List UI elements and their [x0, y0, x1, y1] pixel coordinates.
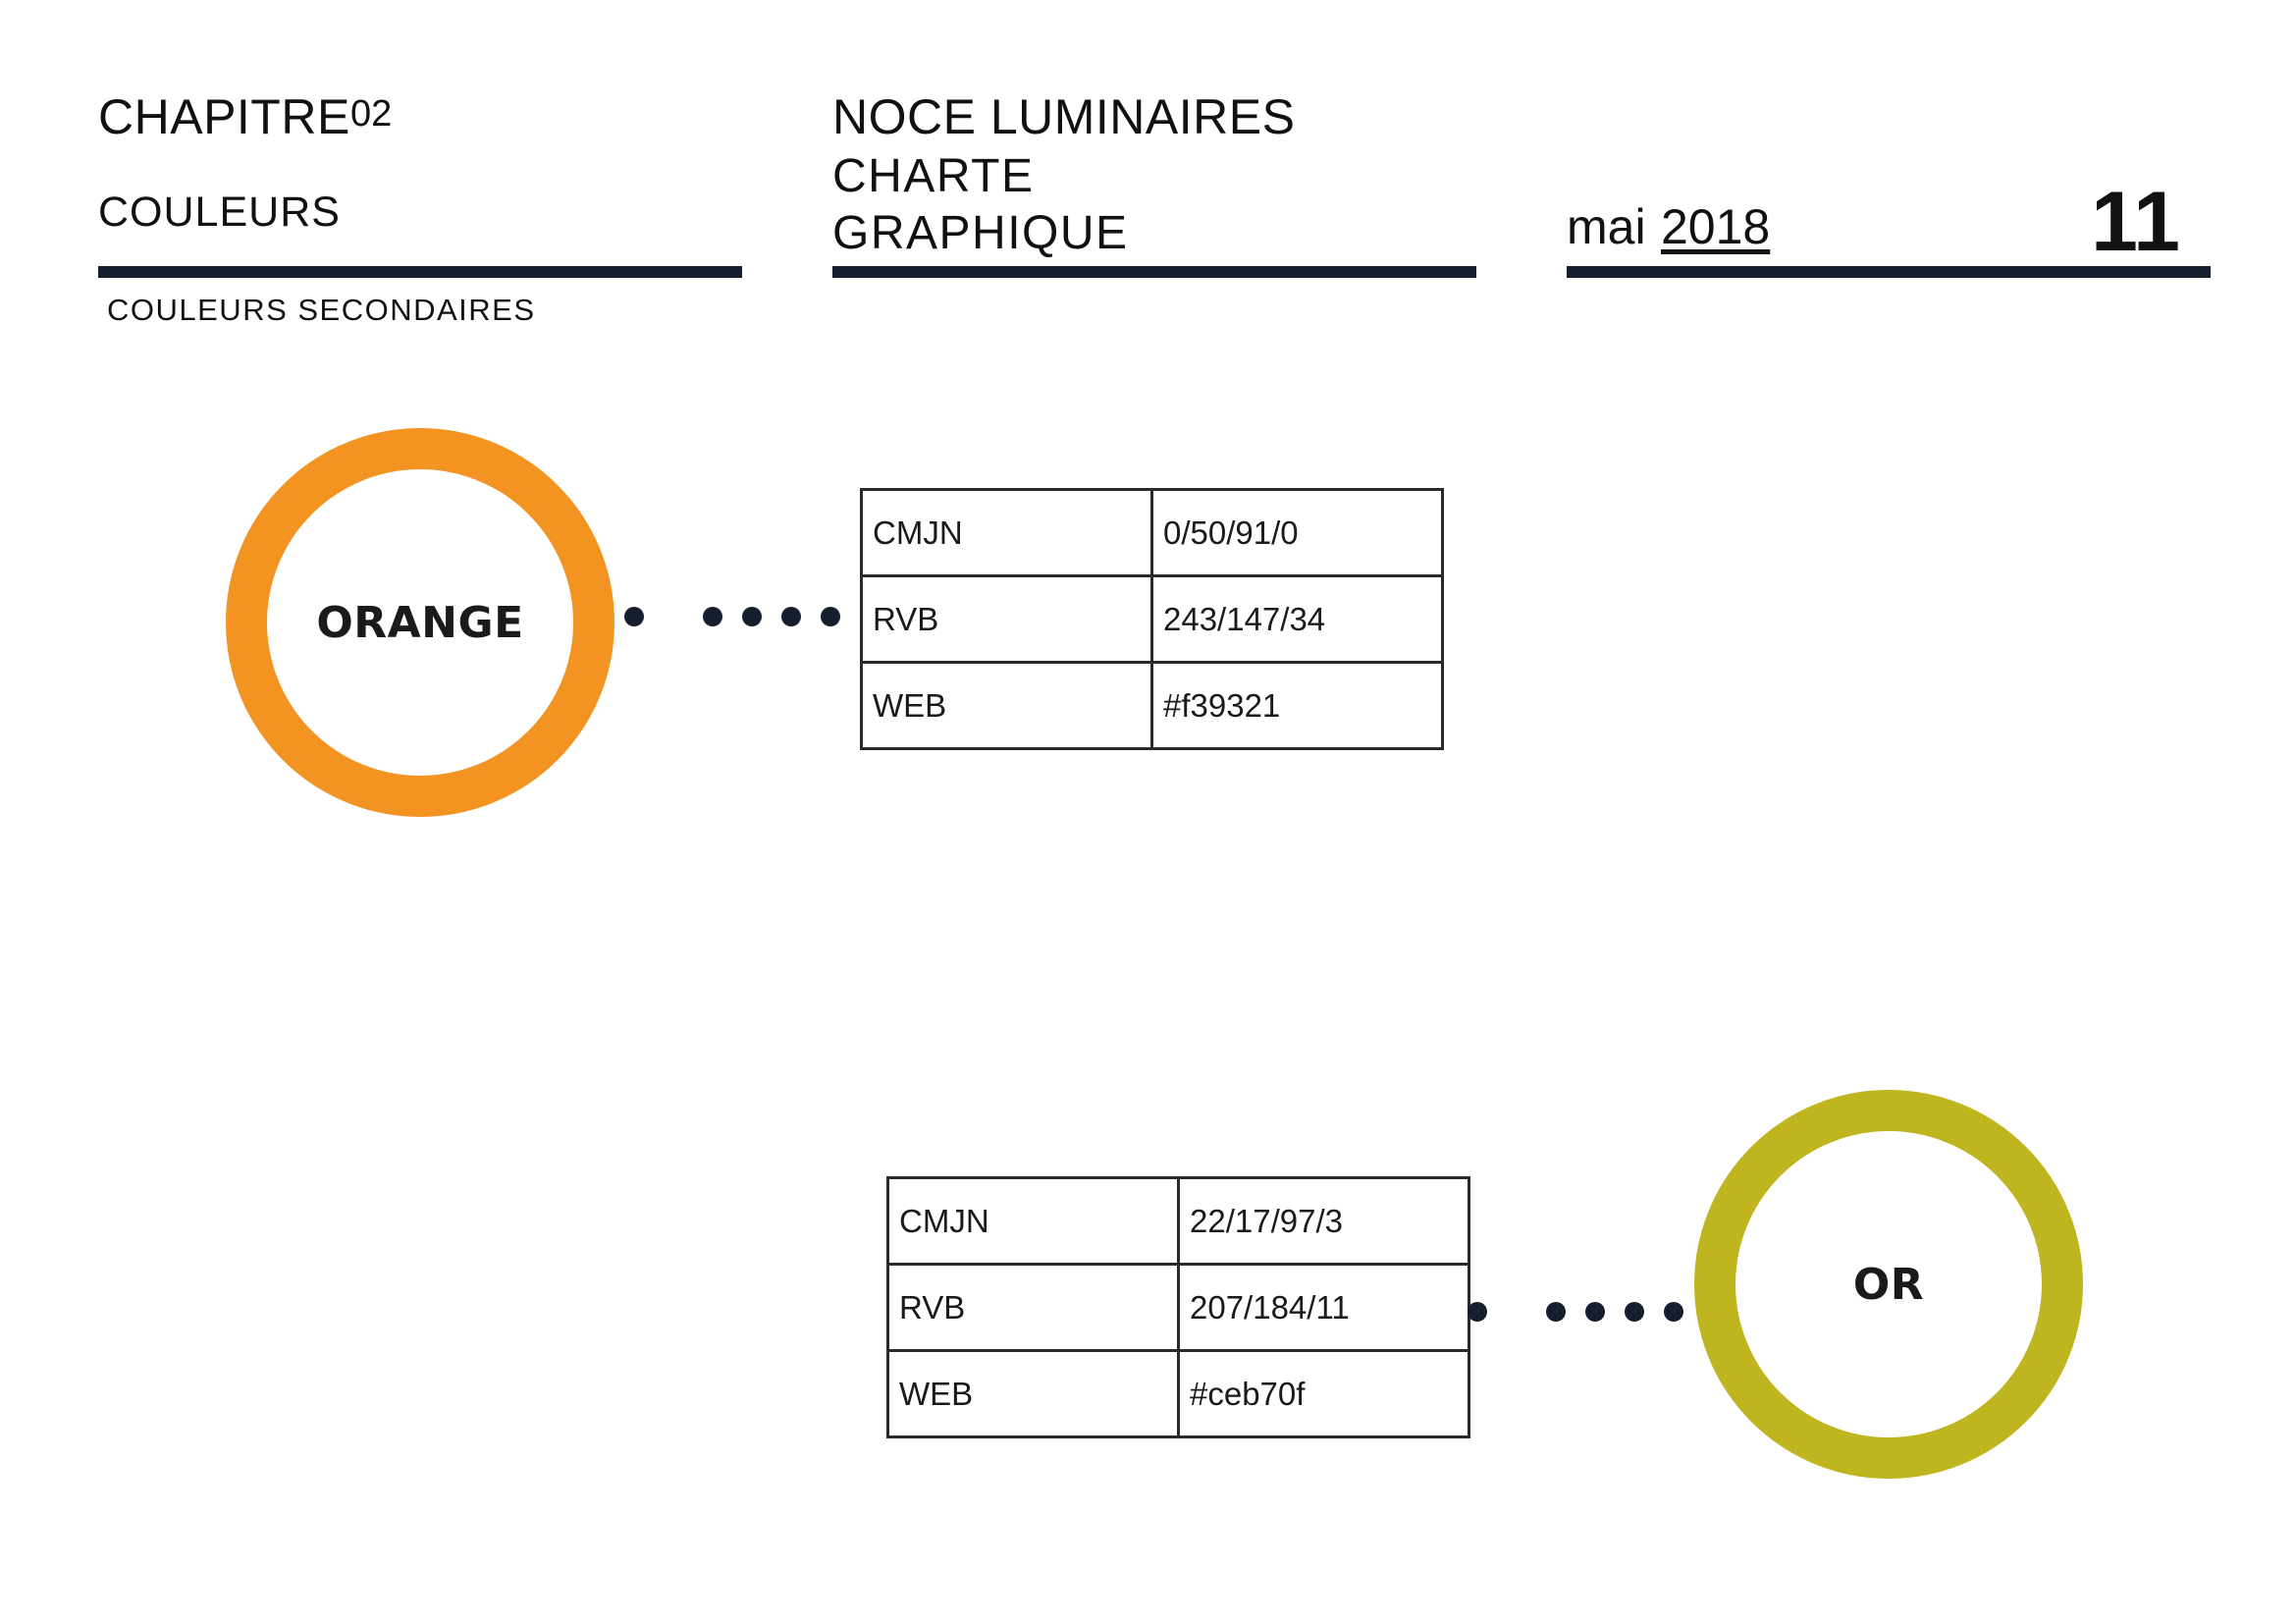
header-rule-right: [1567, 266, 2211, 278]
header-rule-center: [832, 266, 1476, 278]
color-name-or: OR: [1852, 1259, 1925, 1310]
spec-value: #ceb70f: [1177, 1349, 1470, 1438]
connector-dot: [821, 607, 840, 626]
table-row: WEB #ceb70f: [886, 1349, 1470, 1438]
spec-key: WEB: [860, 661, 1153, 750]
spec-key: CMJN: [886, 1176, 1180, 1266]
spec-key: WEB: [886, 1349, 1180, 1438]
connector-dot: [1664, 1302, 1683, 1322]
spec-value: #f39321: [1150, 661, 1444, 750]
color-spec-table-or: CMJN 22/17/97/3 RVB 207/184/11 WEB #ceb7…: [886, 1176, 1470, 1438]
spec-value: 243/147/34: [1150, 574, 1444, 664]
color-swatch-or: OR: [1694, 1090, 2083, 1479]
connector-dot: [703, 607, 722, 626]
connector-dot: [1546, 1302, 1566, 1322]
chapter-title: COULEURS: [98, 189, 341, 236]
color-spec-table-orange: CMJN 0/50/91/0 RVB 243/147/34 WEB #f3932…: [860, 488, 1444, 750]
chapter-number: 02: [350, 93, 393, 135]
color-name-orange: ORANGE: [316, 597, 524, 648]
spec-key: RVB: [860, 574, 1153, 664]
table-row: RVB 207/184/11: [886, 1263, 1470, 1352]
header-rule-left: [98, 266, 742, 278]
spec-key: CMJN: [860, 488, 1153, 577]
spec-value: 0/50/91/0: [1150, 488, 1444, 577]
brand-subtitle-line2: GRAPHIQUE: [832, 207, 1129, 259]
date-year: 2018: [1661, 199, 1771, 254]
chapter-label: CHAPITRE: [98, 89, 350, 144]
spec-value: 22/17/97/3: [1177, 1176, 1470, 1266]
connector-dot: [1585, 1302, 1605, 1322]
connector-dot: [1468, 1302, 1487, 1322]
table-row: WEB #f39321: [860, 661, 1444, 750]
table-row: CMJN 0/50/91/0: [860, 488, 1444, 577]
spec-key: RVB: [886, 1263, 1180, 1352]
spec-value: 207/184/11: [1177, 1263, 1470, 1352]
table-row: RVB 243/147/34: [860, 574, 1444, 664]
page-number: 11: [2091, 175, 2180, 269]
table-row: CMJN 22/17/97/3: [886, 1176, 1470, 1266]
connector-dot: [1625, 1302, 1644, 1322]
section-label: COULEURS SECONDAIRES: [107, 293, 536, 327]
connector-dot: [781, 607, 801, 626]
brand-name: NOCE LUMINAIRES: [832, 89, 1296, 144]
date-month: mai: [1567, 199, 1646, 254]
color-swatch-orange: ORANGE: [226, 428, 614, 817]
brand-subtitle-line1: CHARTE: [832, 150, 1035, 202]
connector-dot: [742, 607, 762, 626]
connector-dot: [624, 607, 644, 626]
